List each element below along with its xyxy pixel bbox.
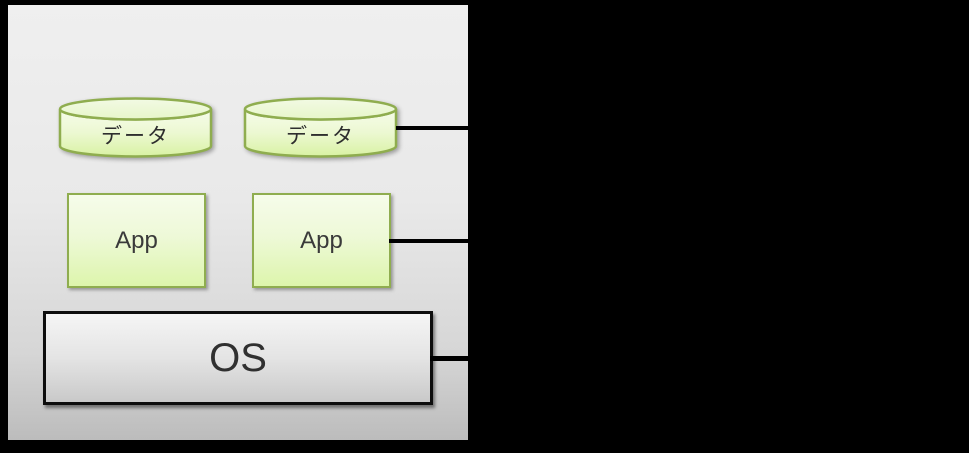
cylinder-shape-icon: [243, 97, 398, 158]
app-box-1: App: [67, 193, 206, 288]
data-cylinder-1-label: データ: [101, 125, 170, 148]
data-cylinder-2-label: データ: [286, 125, 355, 148]
os-box: OS: [43, 311, 433, 405]
app-box-2-label: App: [300, 226, 343, 254]
app-box-1-label: App: [115, 226, 158, 254]
cylinder-shape-icon: [58, 97, 213, 158]
data-cylinder-2: データ: [243, 97, 398, 159]
app-box-2: App: [252, 193, 391, 288]
os-box-label: OS: [209, 335, 267, 380]
connector-line-app: [389, 239, 472, 243]
connector-line-os: [430, 356, 472, 361]
connector-line-data: [396, 126, 472, 130]
data-cylinder-1: データ: [58, 97, 213, 159]
